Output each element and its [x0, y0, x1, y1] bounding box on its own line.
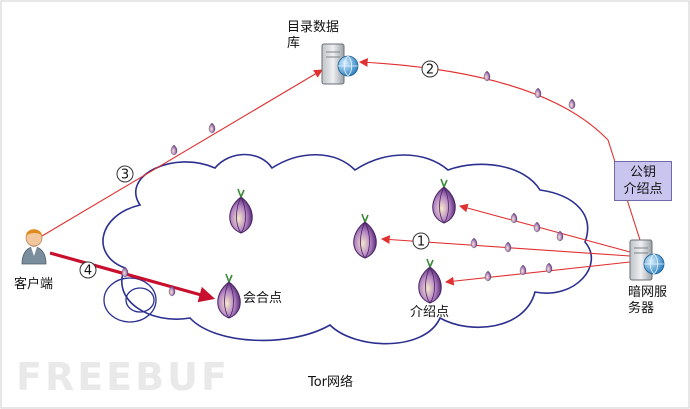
- path-server-to-directory: [358, 58, 641, 241]
- relay-marker: [170, 144, 178, 156]
- client-user-icon: [21, 229, 47, 265]
- hidden-server-label-line2: 务器: [628, 301, 655, 316]
- step-4-label: 4: [84, 264, 92, 279]
- onion-relay-top-left: [229, 188, 253, 234]
- public-key-label: 公钥: [629, 165, 656, 180]
- client-label: 客户端: [14, 277, 54, 292]
- intro-point-label-in-box: 介绍点: [623, 182, 663, 197]
- onion-intro-point-top: [432, 178, 456, 224]
- step-3-marker: 3: [116, 165, 134, 183]
- relay-marker: [533, 221, 541, 233]
- relay-marker: [510, 212, 518, 224]
- relay-marker: [556, 230, 564, 242]
- path-server-to-intro-bottom: [444, 261, 631, 286]
- freebuf-watermark: FREEBUF: [16, 355, 230, 399]
- hidden-server-icon: [629, 239, 665, 281]
- circuit-loops: [103, 277, 157, 323]
- relay-markers: [121, 70, 576, 297]
- step-3-label: 3: [121, 168, 129, 183]
- path-client-to-directory: [41, 69, 323, 237]
- onion-intro-point-middle: [353, 213, 377, 259]
- directory-server-icon: [321, 43, 359, 85]
- step-2-label: 2: [426, 63, 434, 78]
- relay-marker: [121, 266, 129, 278]
- tor-network-cloud: [102, 153, 592, 345]
- relay-marker: [504, 241, 512, 253]
- relay-marker: [519, 264, 527, 276]
- relay-marker: [208, 122, 216, 134]
- onion-rendezvous-point: [217, 273, 241, 319]
- directory-db-label-line2: 库: [287, 36, 301, 51]
- relay-marker: [545, 262, 553, 274]
- relay-marker: [534, 87, 542, 99]
- rendezvous-label: 会合点: [243, 291, 283, 306]
- relay-marker: [168, 285, 176, 297]
- step-1-label: 1: [417, 235, 425, 250]
- onion-intro-point-bottom: [418, 258, 442, 304]
- relay-marker: [568, 98, 576, 110]
- directory-db-label-line1: 目录数据: [287, 20, 340, 35]
- step-2-marker: 2: [421, 60, 439, 78]
- hidden-server-label-line1: 暗网服: [628, 285, 668, 300]
- path-server-to-intro-top: [458, 203, 631, 253]
- relay-marker: [470, 237, 478, 249]
- relay-marker: [484, 270, 492, 282]
- tor-network-label: Tor网络: [308, 375, 354, 390]
- public-key-intro-box: 公钥 介绍点: [614, 161, 672, 201]
- intro-point-label: 介绍点: [410, 305, 450, 320]
- step-4-marker: 4: [79, 261, 97, 279]
- relay-marker: [483, 70, 491, 82]
- path-client-to-rendezvous: [49, 251, 216, 303]
- step-1-marker: 1: [412, 232, 430, 250]
